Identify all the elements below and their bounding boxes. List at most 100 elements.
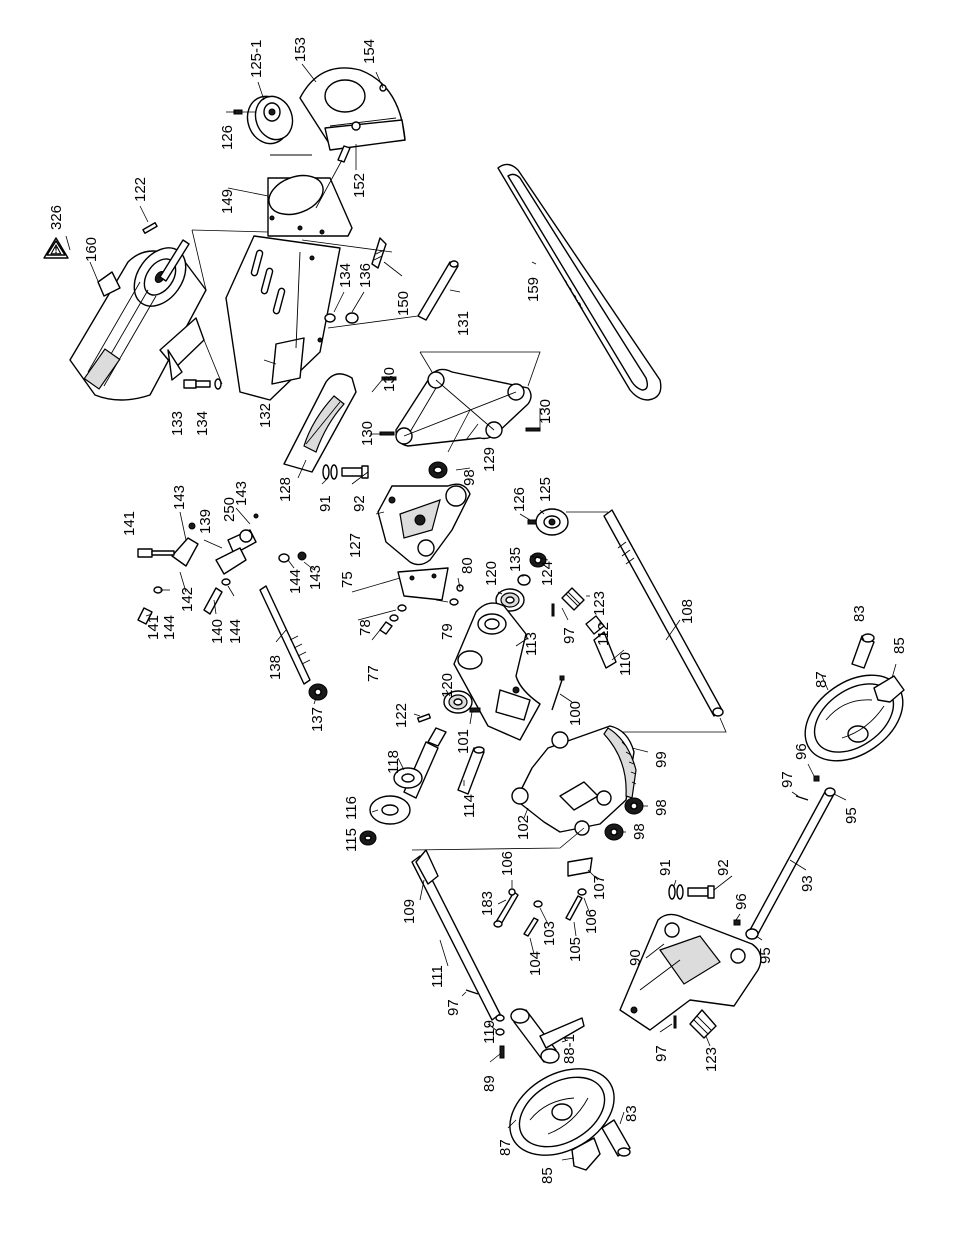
callout-label: 135 xyxy=(507,547,524,572)
tilt-bracket xyxy=(395,368,532,447)
callout-label: 97 xyxy=(445,999,462,1016)
lock-assembly xyxy=(137,513,307,625)
callout-label: 85 xyxy=(891,637,908,654)
callout-label: 143 xyxy=(233,481,250,506)
worm-gear-lower xyxy=(689,1009,717,1039)
callout-label: 93 xyxy=(799,875,816,892)
nut-136 xyxy=(345,312,359,324)
callout-label: 138 xyxy=(267,655,284,680)
pulley-upper xyxy=(246,95,294,145)
callout-label: 140 xyxy=(209,619,226,644)
lock-rod xyxy=(259,585,311,685)
callout-label: 124 xyxy=(539,561,556,586)
screw-150 xyxy=(371,237,387,269)
callout-label: 79 xyxy=(439,623,456,640)
crank-arm xyxy=(510,1008,585,1064)
callout-label: 143 xyxy=(307,565,324,590)
callout-label: 125-1 xyxy=(248,40,265,78)
callout-label: 90 xyxy=(627,949,644,966)
callout-label: 100 xyxy=(567,701,584,726)
handle-knob-upper xyxy=(873,675,905,703)
warning-mark: ⚠ xyxy=(50,242,62,257)
set-screw-119 xyxy=(495,1028,505,1036)
pulley-lower xyxy=(535,508,569,536)
callout-label: 116 xyxy=(343,796,360,820)
callout-label: 129 xyxy=(481,447,498,472)
callout-label: 118 xyxy=(385,750,402,774)
callout-label: 97 xyxy=(561,627,578,644)
arbor-housing xyxy=(453,602,541,741)
key-lower xyxy=(416,713,432,723)
arbor-shaft xyxy=(393,727,447,799)
bolt-92-lower xyxy=(668,884,715,900)
callout-label: 104 xyxy=(527,951,544,976)
callout-label: 126 xyxy=(511,487,528,512)
callout-label: 123 xyxy=(591,591,608,616)
callout-label: 96 xyxy=(793,743,810,760)
callout-label: 133 xyxy=(169,411,186,436)
callout-label: 106 xyxy=(499,851,516,876)
callout-label: 139 xyxy=(197,509,214,534)
rod-111 xyxy=(411,849,505,1022)
handle-grip-upper xyxy=(851,633,875,669)
callout-label: 183 xyxy=(479,891,496,916)
callout-label: 91 xyxy=(657,859,674,876)
motor-mount-bracket xyxy=(267,154,353,237)
callout-label: 136 xyxy=(357,263,374,288)
callout-label: 109 xyxy=(401,899,418,924)
scale-bracket xyxy=(283,373,357,473)
washer-134 xyxy=(324,313,336,323)
callout-label: 85 xyxy=(539,1167,556,1184)
callout-label: 134 xyxy=(194,411,211,436)
trunnion-99 xyxy=(511,725,637,836)
callout-label: 144 xyxy=(287,569,304,594)
callout-label: 122 xyxy=(393,703,410,728)
callout-label: 122 xyxy=(132,177,149,202)
callout-label: 326 xyxy=(48,205,65,230)
handwheel-lower xyxy=(509,1068,615,1156)
callout-label: 96 xyxy=(733,893,750,910)
shaft-93 xyxy=(745,787,836,940)
callout-label: 114 xyxy=(461,794,478,818)
callout-label: 80 xyxy=(459,557,476,574)
callout-label: 91 xyxy=(317,495,334,512)
callout-label: 113 xyxy=(523,632,540,656)
callout-label: 119 xyxy=(481,1020,498,1044)
rod-131 xyxy=(417,260,459,321)
plate-107 xyxy=(567,857,593,877)
callout-label: 142 xyxy=(179,587,196,612)
callout-label: 144 xyxy=(227,619,244,644)
callout-label: 130 xyxy=(537,399,554,424)
callout-label: 250 xyxy=(221,497,238,522)
callout-label: 78 xyxy=(357,619,374,636)
callout-label: 141 xyxy=(121,511,138,536)
callout-label: 141 xyxy=(145,615,162,640)
callout-label: 88-1 xyxy=(561,1034,578,1064)
shaft-108 xyxy=(603,509,724,717)
callout-label: 160 xyxy=(83,237,100,262)
bearing-lower xyxy=(443,690,473,714)
arbor-flange xyxy=(369,795,411,825)
worm-gear-upper xyxy=(561,587,585,611)
callout-labels: 326 160 122 149 126 125-1 153 154 152 13… xyxy=(48,37,908,1184)
stud xyxy=(337,145,351,163)
leader-lines xyxy=(65,63,897,1161)
screw-105 xyxy=(565,895,583,921)
callout-label: 99 xyxy=(653,751,670,768)
callout-label: 107 xyxy=(591,875,608,900)
callout-label: 150 xyxy=(395,291,412,316)
callout-label: 144 xyxy=(161,615,178,640)
belt-cover xyxy=(299,67,406,151)
key-upper xyxy=(142,222,158,234)
callout-label: 105 xyxy=(567,937,584,962)
handle-grip-lower xyxy=(601,1119,631,1157)
screw-104 xyxy=(523,917,539,937)
callout-label: 137 xyxy=(309,707,326,732)
motor xyxy=(69,239,207,401)
callout-label: 130 xyxy=(359,421,376,446)
callout-label: 126 xyxy=(219,125,236,150)
callout-label: 149 xyxy=(219,189,236,214)
callout-label: 97 xyxy=(779,771,796,788)
bolt-92-upper xyxy=(322,464,369,480)
